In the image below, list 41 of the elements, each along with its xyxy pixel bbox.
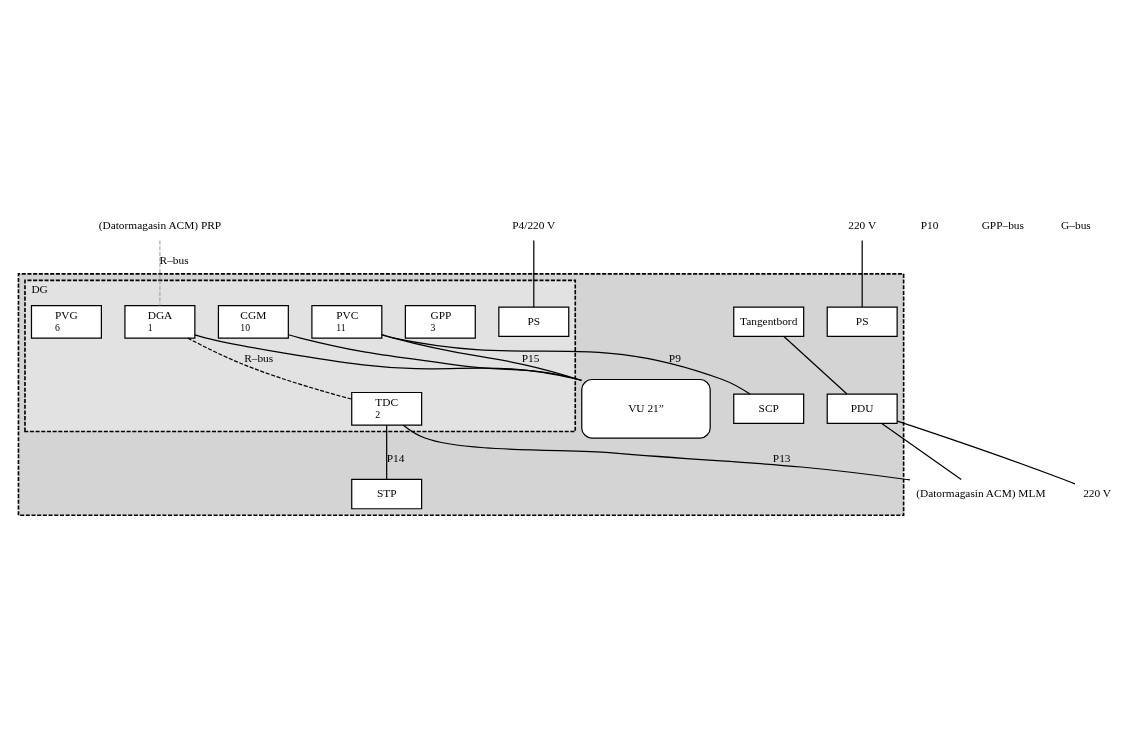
node-box: Tangentbord — [733, 306, 805, 338]
connector — [187, 337, 353, 400]
node-box: PS — [498, 306, 570, 338]
node-box: SCP — [733, 393, 805, 424]
node-box: PVC 11 — [311, 304, 383, 339]
node-box: PS — [826, 306, 898, 338]
edge-label: P9 — [668, 351, 681, 364]
label: GPP–bus — [981, 218, 1024, 231]
connector — [287, 334, 583, 381]
node-box: CGM 10 — [217, 304, 289, 339]
connector — [533, 240, 535, 308]
connector — [861, 240, 863, 308]
connector — [159, 240, 161, 307]
node-box: STP — [351, 478, 423, 510]
connector — [194, 334, 583, 381]
connector — [386, 424, 388, 480]
node-box: DGA 1 — [124, 304, 196, 339]
label: P10 — [920, 218, 939, 231]
node-box: PDU — [826, 393, 898, 424]
cluster — [17, 273, 905, 517]
node-text: 220 V — [848, 218, 877, 231]
label: G–bus — [1061, 218, 1091, 231]
edge-label: P14 — [386, 451, 405, 464]
edge-label: P13 — [772, 451, 791, 464]
node-box: GPP 3 — [404, 304, 476, 339]
edge-label: P15 — [521, 351, 540, 364]
node-text: P4/220 V — [512, 218, 556, 231]
node-box: VU 21” — [581, 378, 711, 439]
node-text: (Datormagasin ACM) PRP — [98, 218, 222, 231]
connector — [402, 424, 911, 481]
node-box: PVG 6 — [30, 304, 102, 339]
edge-label: R–bus — [159, 254, 189, 267]
edge-label: R–bus — [244, 351, 274, 364]
connector — [896, 420, 1076, 485]
connector — [783, 335, 848, 395]
node-box: TDC 2 — [351, 391, 423, 426]
connector — [881, 422, 962, 481]
connector — [381, 333, 583, 382]
node-text: 220 V — [1083, 487, 1112, 500]
node-text: (Datormagasin ACM) MLM — [916, 487, 1046, 500]
connector — [381, 334, 751, 395]
